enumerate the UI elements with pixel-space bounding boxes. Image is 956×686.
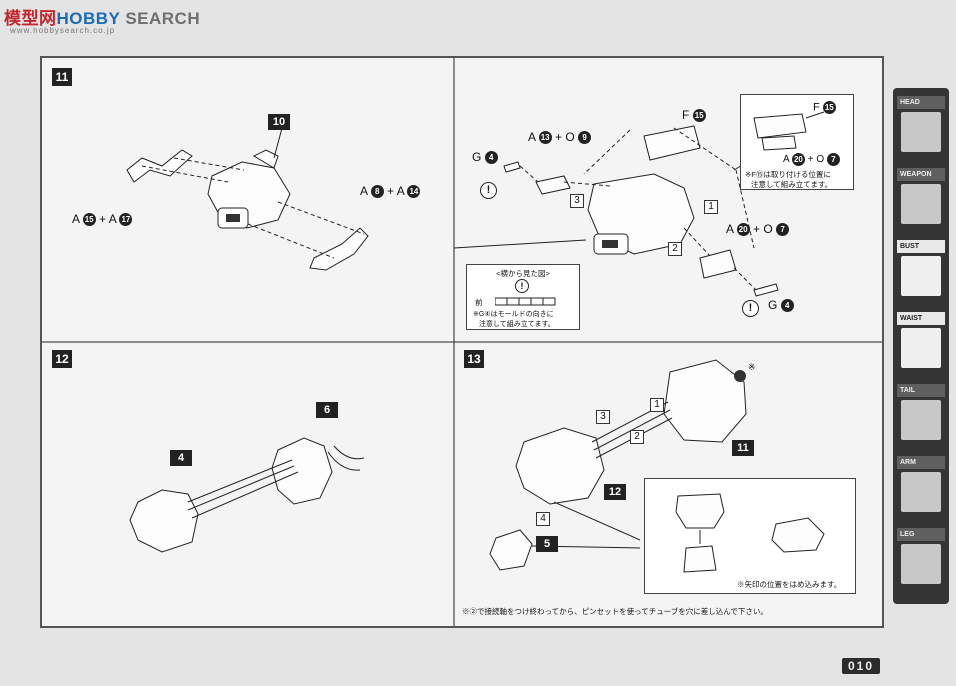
tab-tail[interactable]: TAIL xyxy=(897,384,945,444)
callout-12: 12 xyxy=(604,484,626,500)
part-label-a15-a17: A 15 + A 17 xyxy=(72,212,133,227)
asterisk-mark: ※ xyxy=(748,362,756,372)
step-11-panel: 11 10 A 15 + A 17 xyxy=(42,58,454,342)
instruction-sheet: 11 10 A 15 + A 17 xyxy=(40,56,884,628)
sequence-2: 2 xyxy=(630,430,644,444)
footnote: ※②で接続軸をつけ終わってから、ピンセットを使ってチューブを穴に差し込んで下さい… xyxy=(462,607,768,616)
step-13-drawing xyxy=(489,359,747,571)
part-label-g4-top: G 4 xyxy=(472,150,498,165)
weapon-icon xyxy=(901,184,941,224)
caution-icon: ! xyxy=(742,300,759,317)
tab-label: HEAD xyxy=(897,96,945,109)
tab-label: LEG xyxy=(897,528,945,541)
inset-side-note-2: 注意して組み立てます。 xyxy=(479,321,555,328)
part-label-a13-o9: A 13 + O 9 xyxy=(528,130,592,145)
inset-label-a20: A 20 + O 7 xyxy=(783,153,840,166)
tab-leg[interactable]: LEG xyxy=(897,528,945,588)
waist-icon xyxy=(901,328,941,368)
step-11-drawing xyxy=(126,127,369,271)
front-label: 前 xyxy=(475,298,483,307)
sequence-4: 4 xyxy=(536,512,550,526)
step-13-panel: 13 ※ 11 12 5 1 2 3 4 xyxy=(454,342,882,626)
tab-label: WEAPON xyxy=(897,168,945,181)
inset-side-view: <横から見た図> ! 前 ※G④はモールドの向きに 注意して組み立てます。 xyxy=(466,264,580,330)
tab-waist[interactable]: WAIST xyxy=(897,312,945,372)
sequence-3: 3 xyxy=(570,194,584,208)
leg-icon xyxy=(901,544,941,584)
caution-icon: ! xyxy=(515,279,529,293)
part-label-g4-bottom: G 4 xyxy=(768,298,794,313)
step-12-drawing xyxy=(129,437,365,553)
inset-tube-drawing xyxy=(675,493,825,573)
inset-tube-note: ※矢印の位置をはめ込みます。 xyxy=(644,478,856,594)
inset-f15-drawing xyxy=(753,111,825,151)
callout-4: 4 xyxy=(170,450,192,466)
caution-icon: ! xyxy=(480,182,497,199)
tab-label: TAIL xyxy=(897,384,945,397)
step-number: 12 xyxy=(52,350,72,368)
step-12-panel: 12 4 6 xyxy=(42,342,454,626)
step-11-detail-drawing xyxy=(454,125,779,297)
watermark: 模型网HOBBY SEARCH xyxy=(4,9,201,28)
callout-6: 6 xyxy=(316,402,338,418)
tab-label: ARM xyxy=(897,456,945,469)
section-index-sidebar: HEAD WEAPON BUST WAIST TAIL ARM LEG xyxy=(893,88,949,604)
sequence-2: 2 xyxy=(668,242,682,256)
tab-arm[interactable]: ARM xyxy=(897,456,945,516)
tab-label: BUST xyxy=(897,240,945,253)
inset-side-note: ※G④はモールドの向きに xyxy=(473,311,554,318)
tab-weapon[interactable]: WEAPON xyxy=(897,168,945,228)
inset-f15-note: F 15 A 20 + O 7 ※F⑮は取り付ける位置に 注意して組み立てます。 xyxy=(740,94,854,190)
step-number: 13 xyxy=(464,350,484,368)
sequence-1: 1 xyxy=(704,200,718,214)
inset-note-text-2: 注意して組み立てます。 xyxy=(751,180,833,189)
callout-5: 5 xyxy=(536,536,558,552)
inset-tube-note-text: ※矢印の位置をはめ込みます。 xyxy=(737,580,842,589)
inset-label-f15: F 15 xyxy=(813,101,836,114)
sequence-1: 1 xyxy=(650,398,664,412)
tab-label: WAIST xyxy=(897,312,945,325)
bust-icon xyxy=(901,256,941,296)
inset-side-title: <横から見た図> xyxy=(496,269,550,278)
tab-bust[interactable]: BUST xyxy=(897,240,945,300)
watermark-url: www.hobbysearch.co.jp xyxy=(10,26,116,35)
part-label-f15: F 15 xyxy=(682,108,706,123)
side-view-drawing xyxy=(495,297,556,306)
callout-11: 11 xyxy=(732,440,754,456)
sheet-dividers xyxy=(42,58,882,626)
sequence-3: 3 xyxy=(596,410,610,424)
tail-icon xyxy=(901,400,941,440)
part-label-a20-o7: A 20 + O 7 xyxy=(726,222,790,237)
callout-10: 10 xyxy=(268,114,290,130)
step-number: 11 xyxy=(52,68,72,86)
arm-icon xyxy=(901,472,941,512)
page-number: 010 xyxy=(842,658,881,674)
head-icon xyxy=(901,112,941,152)
part-label-a8-a14: A 8 + A 14 xyxy=(360,184,421,199)
inset-note-text: ※F⑮は取り付ける位置に xyxy=(745,170,831,179)
tab-head[interactable]: HEAD xyxy=(897,96,945,156)
step-11-detail-panel: F 15 A 13 + O 9 G 4 ! A 20 + O 7 G 4 xyxy=(454,58,882,342)
